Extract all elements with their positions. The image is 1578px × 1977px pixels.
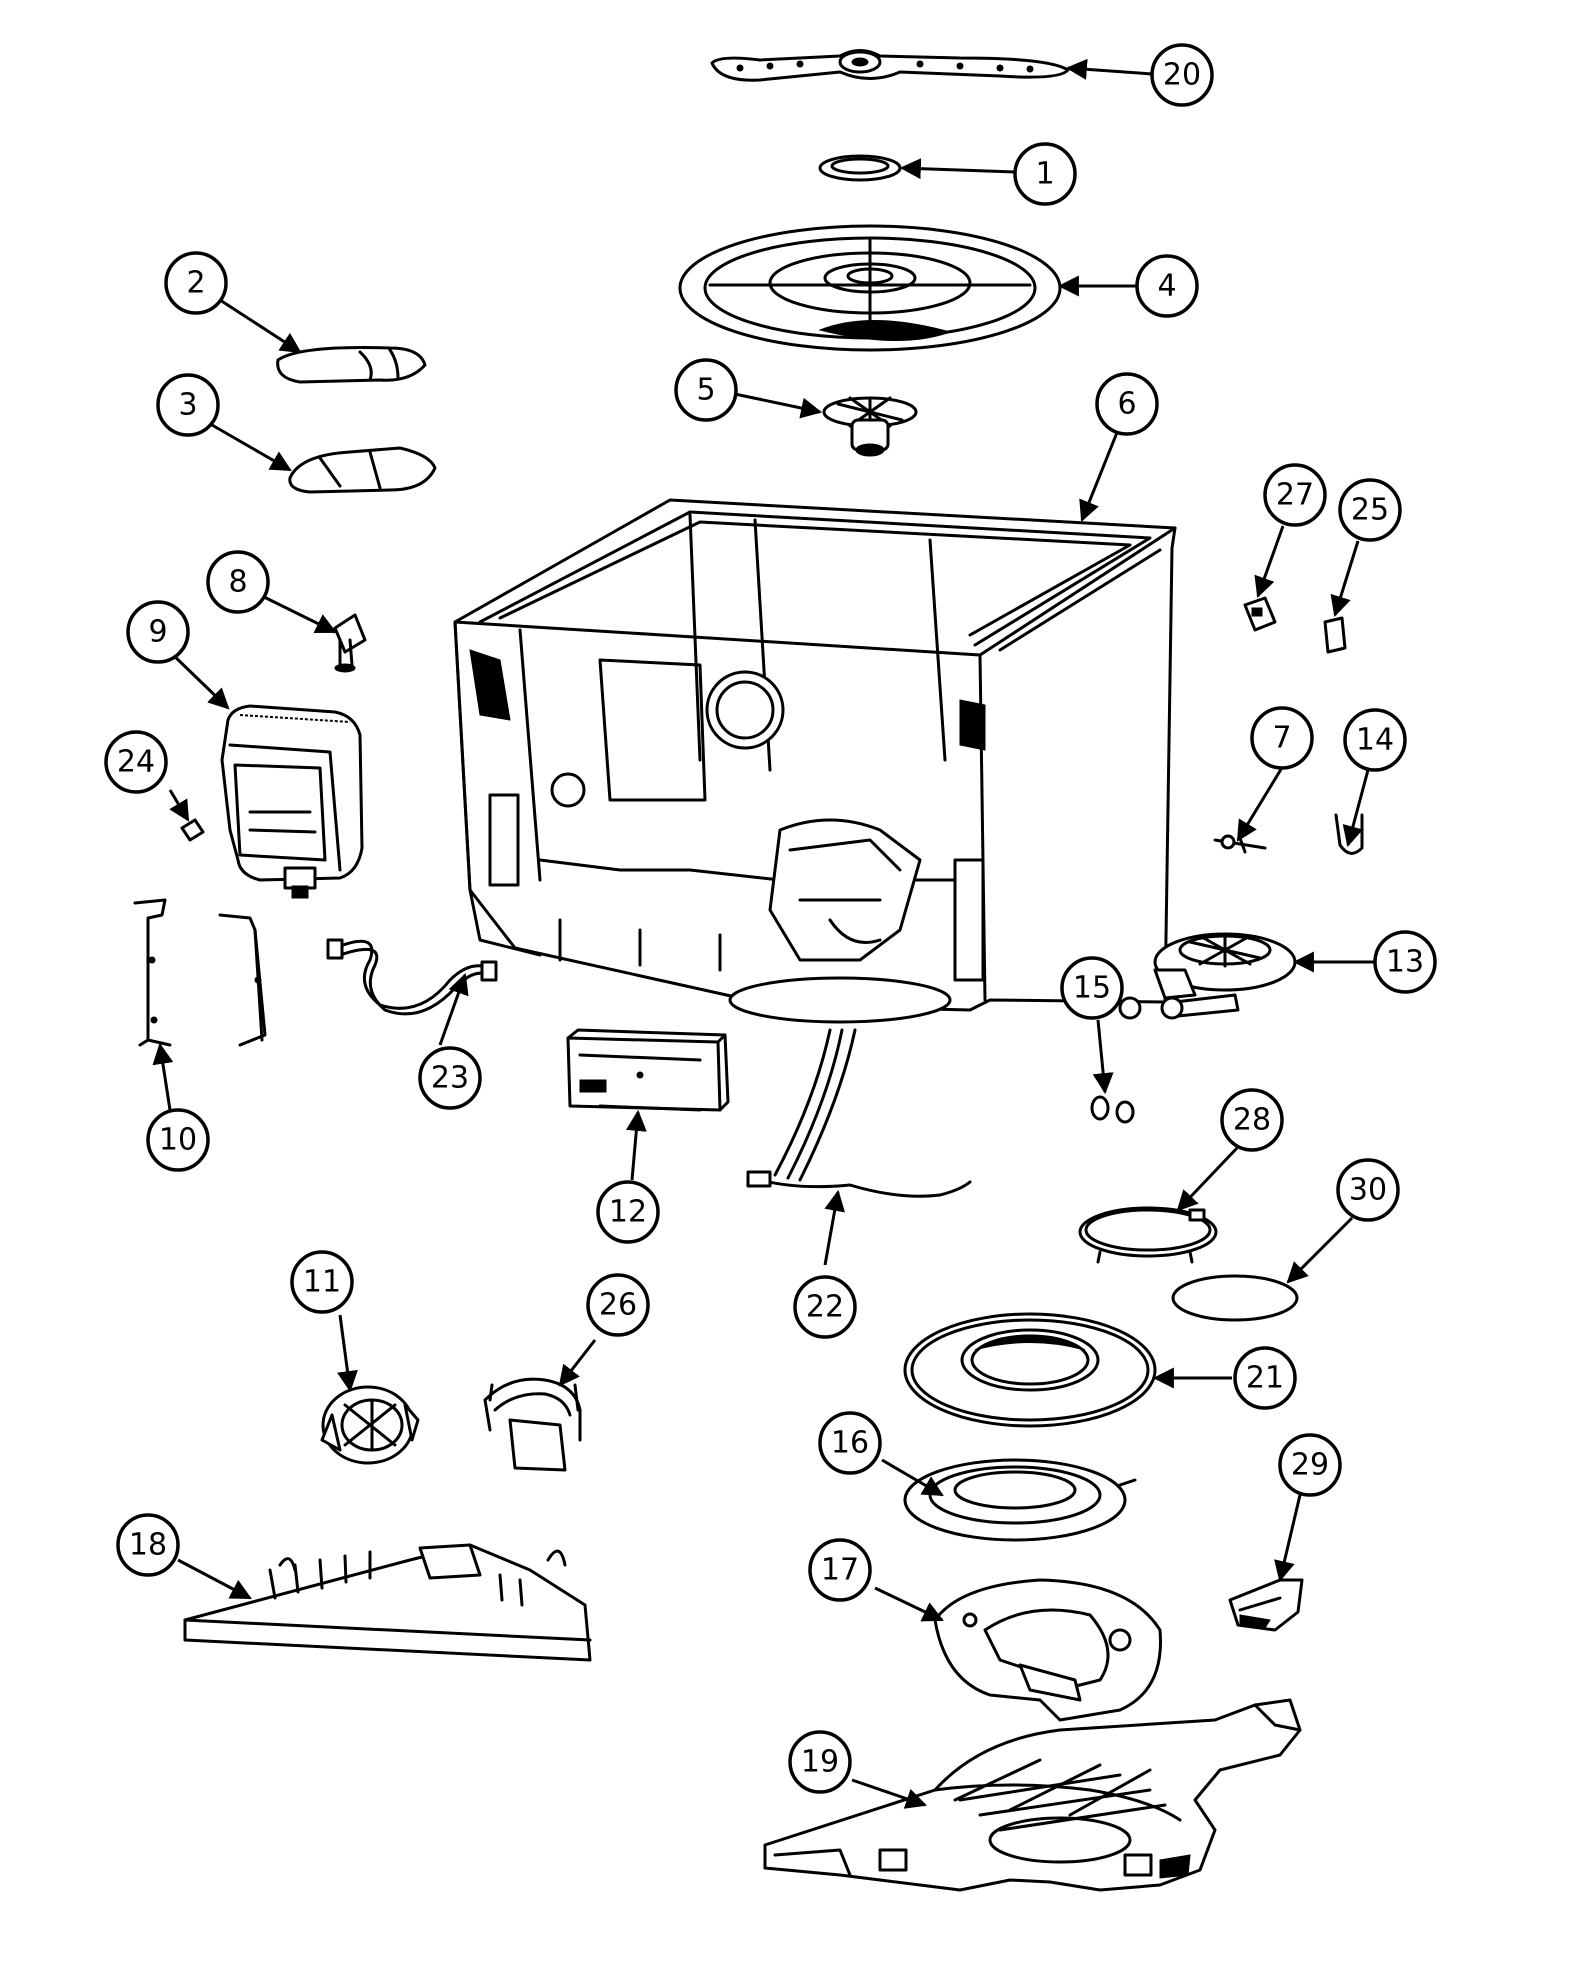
part-pump-bracket — [483, 1377, 582, 1472]
part-wash-impeller — [822, 396, 918, 457]
callout-25-label: 25 — [1351, 493, 1389, 528]
part-sump-housing — [933, 1578, 1162, 1722]
part-upper-spray-arm — [710, 49, 1070, 82]
callout-14-label: 14 — [1356, 723, 1394, 758]
part-drain-bracket — [1228, 1578, 1304, 1632]
callout-29: 29 — [1278, 1433, 1342, 1497]
part-kick-panel — [183, 1543, 592, 1662]
callout-2: 2 — [164, 251, 228, 315]
callout-18: 18 — [116, 1513, 180, 1577]
callout-21-label: 21 — [1246, 1361, 1284, 1396]
callout-23: 23 — [418, 1046, 482, 1110]
part-gasket-ring — [1171, 1274, 1299, 1322]
callout-22-label: 22 — [806, 1290, 844, 1325]
callout-13: 13 — [1373, 930, 1437, 994]
callout-25: 25 — [1338, 478, 1402, 542]
part-u-clip — [1334, 813, 1364, 855]
part-screw — [180, 818, 205, 842]
callout-27: 27 — [1263, 463, 1327, 527]
part-base — [763, 1698, 1302, 1892]
callout-9-label: 9 — [148, 615, 167, 650]
callout-18-label: 18 — [129, 1528, 167, 1563]
part-pump-motor — [1118, 932, 1297, 1020]
part-dispenser-cover — [276, 346, 427, 384]
part-drain-pump — [320, 1385, 420, 1465]
part-spray-arm-ring — [818, 154, 902, 182]
callout-4: 4 — [1135, 254, 1199, 318]
part-clamp-ring — [1078, 1206, 1218, 1264]
part-wire-harness-b — [746, 1028, 972, 1198]
callout-7-label: 7 — [1272, 721, 1291, 756]
part-clip-a — [1243, 596, 1277, 632]
callout-20-label: 20 — [1163, 58, 1201, 93]
callout-28: 28 — [1220, 1088, 1284, 1152]
callout-3: 3 — [156, 373, 220, 437]
callout-11: 11 — [290, 1250, 354, 1314]
callout-16: 16 — [818, 1411, 882, 1475]
callout-1-label: 1 — [1035, 157, 1054, 192]
callout-30-label: 30 — [1349, 1173, 1387, 1208]
callout-24: 24 — [104, 730, 168, 794]
part-pin — [1213, 834, 1267, 854]
part-tub — [453, 498, 1177, 1024]
callout-2-label: 2 — [186, 266, 205, 301]
callout-30: 30 — [1336, 1158, 1400, 1222]
callout-23-label: 23 — [431, 1061, 469, 1096]
callout-17: 17 — [808, 1538, 872, 1602]
callout-26-label: 26 — [599, 1288, 637, 1323]
callout-8-label: 8 — [228, 565, 247, 600]
callout-15: 15 — [1060, 956, 1124, 1020]
callout-3-label: 3 — [178, 388, 197, 423]
part-mounting-brackets — [133, 898, 267, 1047]
part-sump-gasket — [903, 1312, 1157, 1428]
callout-15-label: 15 — [1073, 971, 1111, 1006]
callout-27-label: 27 — [1276, 478, 1314, 513]
callout-12-label: 12 — [609, 1195, 647, 1230]
callout-5: 5 — [674, 358, 738, 422]
callout-28-label: 28 — [1233, 1103, 1271, 1138]
callout-1: 1 — [1013, 142, 1077, 206]
part-control-housing — [220, 704, 364, 899]
callout-17-label: 17 — [821, 1553, 859, 1588]
part-o-rings — [1090, 1095, 1135, 1124]
callout-20: 20 — [1150, 43, 1214, 107]
part-filter-plate — [678, 224, 1062, 352]
callout-19: 19 — [788, 1730, 852, 1794]
part-float-switch — [333, 613, 367, 673]
callout-26: 26 — [586, 1273, 650, 1337]
callout-8: 8 — [206, 550, 270, 614]
callout-13-label: 13 — [1386, 945, 1424, 980]
callout-4-label: 4 — [1157, 269, 1176, 304]
callout-10: 10 — [146, 1108, 210, 1172]
callout-11-label: 11 — [303, 1265, 341, 1300]
callout-22: 22 — [793, 1275, 857, 1339]
callout-14: 14 — [1343, 708, 1407, 772]
callout-6: 6 — [1095, 372, 1159, 436]
part-dispenser-cup — [288, 446, 437, 494]
part-wire-harness-a — [326, 938, 498, 1016]
leader-lines — [152, 58, 1375, 1809]
callout-6-label: 6 — [1117, 387, 1136, 422]
callout-24-label: 24 — [117, 745, 155, 780]
callout-10-label: 10 — [159, 1123, 197, 1158]
callout-16-label: 16 — [831, 1426, 869, 1461]
part-sump-cover — [903, 1458, 1137, 1542]
callout-21: 21 — [1233, 1346, 1297, 1410]
callout-19-label: 19 — [801, 1745, 839, 1780]
callout-7: 7 — [1250, 706, 1314, 770]
callout-12: 12 — [596, 1180, 660, 1244]
part-control-board — [566, 1028, 730, 1112]
callout-29-label: 29 — [1291, 1448, 1329, 1483]
callout-9: 9 — [126, 600, 190, 664]
part-bracket-small — [1323, 616, 1347, 654]
callout-5-label: 5 — [696, 373, 715, 408]
